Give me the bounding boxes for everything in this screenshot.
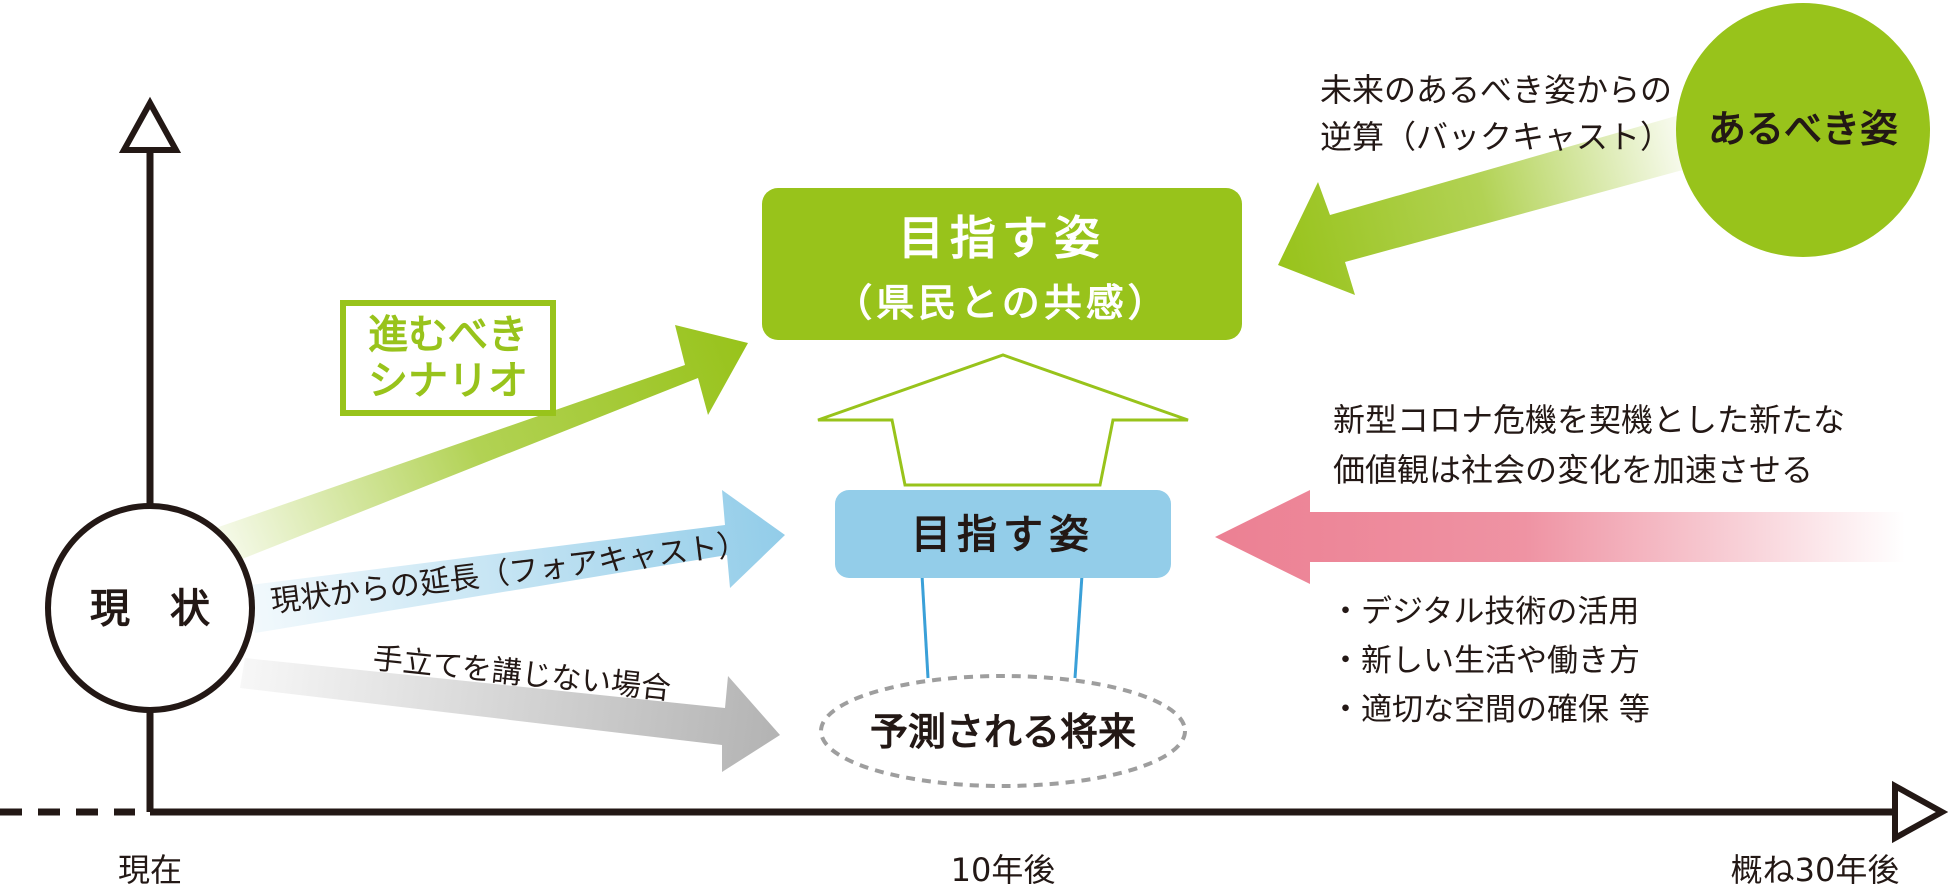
bullet-item: ・デジタル技術の活用	[1330, 594, 1639, 630]
covid-arrow	[1215, 490, 1910, 584]
current-circle	[45, 503, 255, 713]
axis-label-30-years: 概ね30年後	[1731, 851, 1900, 889]
time-axis	[0, 780, 1948, 844]
forecast-label: 現状からの延長（フォアキャスト）	[269, 527, 750, 620]
bullet-item: ・適切な空間の確保 等	[1330, 692, 1650, 728]
mid-goal-box	[835, 490, 1171, 578]
scenario-label-line2: シナリオ	[368, 358, 528, 404]
ideal-label: あるべき姿	[1708, 107, 1898, 151]
ideal-circle	[1676, 3, 1930, 257]
goal-subtitle: （県民との共感）	[834, 281, 1170, 325]
backcast-arrow	[1278, 112, 1690, 295]
scenario-arrow	[210, 325, 748, 567]
predicted-future-label: 予測される将来	[870, 710, 1136, 754]
connector-line-left	[920, 574, 930, 679]
backcast-label-line2: 逆算（バックキャスト）	[1320, 118, 1672, 156]
upgrade-arrow	[817, 353, 1189, 487]
mid-goal-label: 目指す姿	[911, 512, 1095, 558]
scenario-label-line1: 進むべき	[368, 312, 528, 358]
backcast-label-line1: 未来のあるべき姿からの	[1320, 71, 1672, 109]
no-action-arrow	[240, 658, 780, 772]
goal-box	[762, 188, 1242, 340]
current-label: 現 状	[90, 586, 211, 632]
forecast-arrow	[250, 490, 785, 633]
axis-label-now: 現在	[118, 851, 182, 889]
axis-label-10-years: 10年後	[951, 851, 1056, 889]
scenario-box	[340, 300, 556, 416]
predicted-future-ellipse	[819, 674, 1187, 788]
goal-title: 目指す姿	[898, 211, 1106, 265]
connector-line-right	[1073, 574, 1084, 679]
bullet-item: ・新しい生活や働き方	[1330, 643, 1640, 679]
x-axis-arrowhead	[1892, 780, 1948, 844]
y-axis-arrowhead	[118, 96, 182, 153]
covid-label-line1: 新型コロナ危機を契機とした新たな	[1333, 401, 1845, 439]
covid-label-line2: 価値観は社会の変化を加速させる	[1333, 451, 1813, 489]
